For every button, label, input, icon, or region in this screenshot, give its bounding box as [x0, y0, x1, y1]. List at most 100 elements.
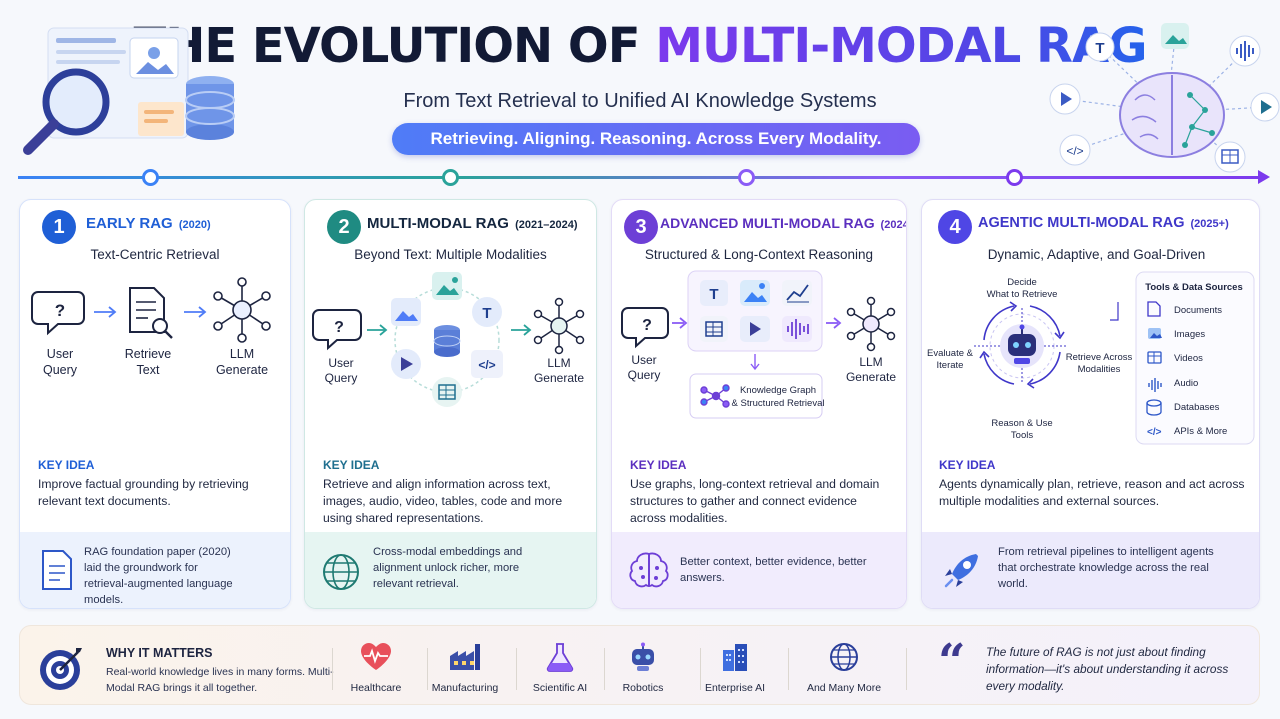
key-idea-label: KEY IDEA	[323, 458, 380, 472]
stage-years: (2021–2024)	[515, 219, 578, 231]
key-idea-label: KEY IDEA	[630, 458, 687, 472]
stage-card-advanced-multimodal-rag: 3 ADVANCED MULTI-MODAL RAG (2024–2025) S…	[611, 199, 907, 609]
divider	[906, 648, 907, 690]
page-subtitle: From Text Retrieval to Unified AI Knowle…	[403, 90, 877, 112]
target-icon	[40, 648, 82, 690]
knowledge-graph-label: Knowledge Graph& Structured Retrieval	[732, 385, 825, 409]
stage-number: 1	[42, 210, 76, 244]
timeline-dot-4	[1006, 169, 1023, 186]
key-idea: KEY IDEA Retrieve and align information …	[323, 458, 578, 527]
stage-footer-text: From retrieval pipelines to intelligent …	[998, 546, 1214, 590]
divider	[427, 648, 428, 690]
key-idea-text: Agents dynamically plan, retrieve, reaso…	[939, 477, 1245, 508]
stage-footer: From retrieval pipelines to intelligent …	[922, 532, 1259, 608]
document-search-icon	[129, 287, 173, 339]
stage-title: MULTI-MODAL RAG (2021–2024)	[367, 215, 577, 232]
user-query-icon: ?	[312, 309, 362, 351]
document-icon	[42, 550, 72, 590]
svg-text:</>: </>	[478, 358, 495, 372]
factory-icon	[450, 644, 480, 670]
svg-text:T: T	[709, 286, 718, 303]
key-idea-text: Retrieve and align information across te…	[323, 477, 563, 525]
code-icon: </>	[471, 350, 503, 378]
why-it-matters-band: WHY IT MATTERS Real-world knowledge live…	[19, 625, 1260, 705]
stage-card-early-rag: 1 EARLY RAG (2020) Text-Centric Retrieva…	[19, 199, 291, 609]
globe-icon	[323, 554, 359, 590]
buildings-icon	[723, 644, 747, 671]
audio-waveform-icon	[782, 316, 812, 342]
title-part-main: THE EVOLUTION OF	[133, 18, 656, 74]
timeline-arrow-icon	[1258, 170, 1270, 184]
svg-text:T: T	[1095, 40, 1104, 57]
stage-years: (2024–2025)	[880, 219, 907, 231]
divider	[700, 648, 701, 690]
table-icon	[432, 377, 462, 407]
stage-subtitle: Beyond Text: Multiple Modalities	[354, 247, 547, 262]
stage-subtitle: Structured & Long-Context Reasoning	[644, 247, 874, 262]
stage-number: 4	[938, 210, 972, 244]
tool-images: Images	[1174, 329, 1205, 340]
multimodal-brain-illustration: T </>	[1040, 15, 1280, 175]
apis-icon: </>	[1147, 427, 1162, 438]
key-idea-label: KEY IDEA	[38, 458, 95, 472]
table-icon	[700, 316, 728, 342]
agent-loop-icon	[979, 301, 1065, 389]
timeline-dot-2	[442, 169, 459, 186]
tool-apis: APIs & More	[1174, 426, 1227, 437]
down-arrow-icon	[750, 354, 760, 371]
svg-text:T: T	[482, 305, 491, 322]
sector-label: Manufacturing	[431, 682, 499, 694]
why-it-matters-title: WHY IT MATTERS	[106, 646, 213, 660]
stage-footer-text: Cross-modal embeddings and alignment unl…	[373, 546, 523, 590]
llm-network-icon	[533, 297, 585, 355]
tools-title: Tools & Data Sources	[1145, 282, 1243, 293]
image-icon	[391, 298, 421, 326]
loop-connector-icon	[974, 308, 1068, 384]
image-icon	[740, 280, 770, 306]
stage-number: 3	[624, 210, 658, 244]
svg-text:</>: </>	[1066, 144, 1083, 158]
globe-icon	[830, 643, 858, 671]
user-query-icon: ?	[621, 307, 669, 349]
robot-agent-icon	[1000, 324, 1044, 368]
flask-icon	[546, 643, 574, 672]
sector-healthcare: Healthcare	[331, 642, 421, 694]
stage-footer-text: RAG foundation paper (2020) laid the gro…	[84, 546, 233, 606]
stage-footer: Cross-modal embeddings and alignment unl…	[305, 532, 596, 608]
stage-title-text: AGENTIC MULTI-MODAL RAG	[978, 215, 1185, 231]
stage-title-text: MULTI-MODAL RAG	[367, 215, 509, 232]
brain-icon	[629, 552, 669, 588]
databases-icon	[1146, 399, 1162, 416]
timeline-dot-3	[738, 169, 755, 186]
sector-robotics: Robotics	[598, 642, 688, 694]
header: THE EVOLUTION OF MULTI-MODAL RAG From Te…	[0, 0, 1280, 173]
stage-footer: Better context, better evidence, better …	[612, 532, 906, 608]
title-part-highlight: MULTI-MODAL RAG	[655, 18, 1147, 74]
sector-enterprise-ai: Enterprise AI	[690, 642, 780, 694]
stage-title-text: EARLY RAG	[86, 215, 173, 232]
quote-text: The future of RAG is not just about find…	[986, 645, 1229, 693]
tool-audio: Audio	[1174, 378, 1198, 389]
timeline-dot-1	[142, 169, 159, 186]
quote-mark-icon: “	[938, 634, 966, 690]
sector-label: Scientific AI	[532, 682, 588, 694]
brain-network-icon: T </>	[1049, 23, 1280, 173]
stage-footer-text: Better context, better evidence, better …	[680, 556, 867, 584]
flow-arrow-icon	[367, 324, 388, 336]
document-search-icon	[23, 27, 235, 155]
stage-title: ADVANCED MULTI-MODAL RAG (2024–2025)	[660, 215, 907, 231]
divider	[516, 648, 517, 690]
sector-manufacturing: Manufacturing	[420, 642, 510, 694]
tool-documents: Documents	[1174, 305, 1222, 316]
divider	[788, 648, 789, 690]
stage-footer: RAG foundation paper (2020) laid the gro…	[20, 532, 290, 608]
flow-arrow-icon	[672, 317, 688, 329]
key-idea: KEY IDEA Improve factual grounding by re…	[38, 458, 290, 510]
